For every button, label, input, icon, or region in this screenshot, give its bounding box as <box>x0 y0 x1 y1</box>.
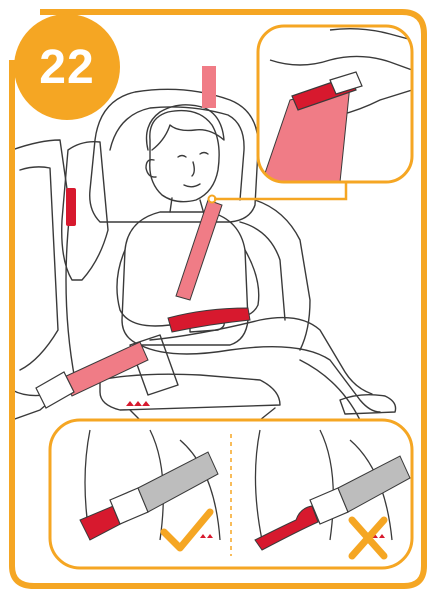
step-number: 22 <box>39 40 94 95</box>
detail-lap-belt-comparison <box>50 420 412 568</box>
detail-shoulder-guide <box>258 26 412 182</box>
step-number-badge: 22 <box>14 14 120 120</box>
